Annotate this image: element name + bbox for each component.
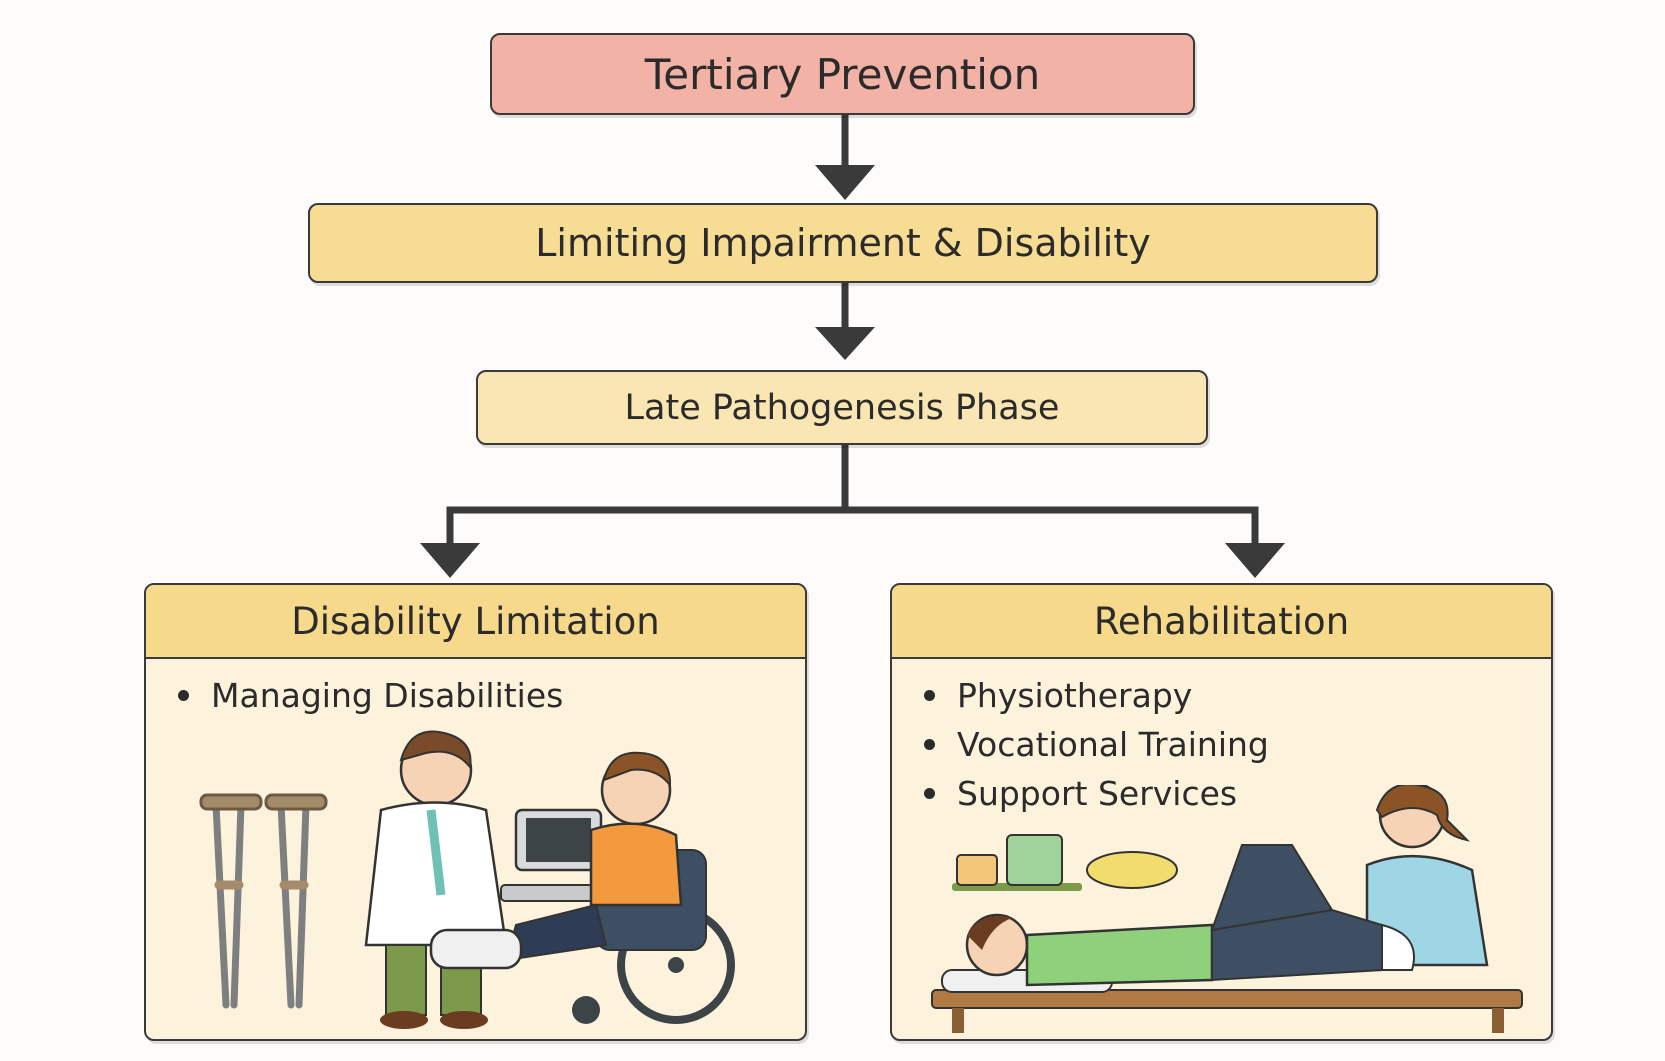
disability-limitation-panel: Disability Limitation Managing Disabilit… (144, 583, 807, 1041)
limiting-impairment-label: Limiting Impairment & Disability (535, 221, 1151, 265)
late-pathogenesis-label: Late Pathogenesis Phase (624, 387, 1060, 428)
arrowhead-left (420, 543, 480, 578)
arrowhead-2 (815, 327, 875, 360)
tertiary-prevention-label: Tertiary Prevention (644, 49, 1041, 99)
list-item: Support Services (924, 769, 1551, 818)
patient-wheelchair-icon (429, 751, 735, 1024)
arrowhead-right (1225, 543, 1285, 578)
crutches-icon (199, 793, 328, 1009)
doctor-wheelchair-illustration (199, 730, 735, 1029)
physiotherapy-illustration (931, 785, 1523, 1033)
monitor-icon (500, 808, 612, 902)
rehabilitation-header: Rehabilitation (892, 585, 1551, 659)
list-item: Vocational Training (924, 720, 1551, 769)
rehabilitation-list: Physiotherapy Vocational Training Suppor… (892, 659, 1551, 818)
bullet-icon (924, 690, 935, 701)
list-item-label: Vocational Training (957, 725, 1269, 764)
disability-limitation-header: Disability Limitation (146, 585, 805, 659)
bullet-icon (924, 788, 935, 799)
list-item: Managing Disabilities (178, 671, 805, 720)
rehabilitation-title: Rehabilitation (1093, 599, 1350, 643)
list-item-label: Managing Disabilities (211, 676, 564, 715)
arrowhead-1 (815, 165, 875, 200)
list-item: Physiotherapy (924, 671, 1551, 720)
bullet-icon (924, 739, 935, 750)
disability-limitation-list: Managing Disabilities (146, 659, 805, 720)
late-pathogenesis-box: Late Pathogenesis Phase (476, 370, 1208, 445)
disability-limitation-title: Disability Limitation (291, 599, 660, 643)
patient-lying-icon (965, 844, 1415, 987)
list-item-label: Support Services (957, 774, 1238, 813)
doctor-figure-icon (364, 730, 508, 1029)
supplies-icon (952, 834, 1178, 891)
limiting-impairment-box: Limiting Impairment & Disability (308, 203, 1378, 283)
bullet-icon (178, 690, 189, 701)
rehabilitation-panel: Rehabilitation Physiotherapy Vocational … (890, 583, 1553, 1041)
tertiary-prevention-box: Tertiary Prevention (490, 33, 1195, 115)
list-item-label: Physiotherapy (957, 676, 1193, 715)
